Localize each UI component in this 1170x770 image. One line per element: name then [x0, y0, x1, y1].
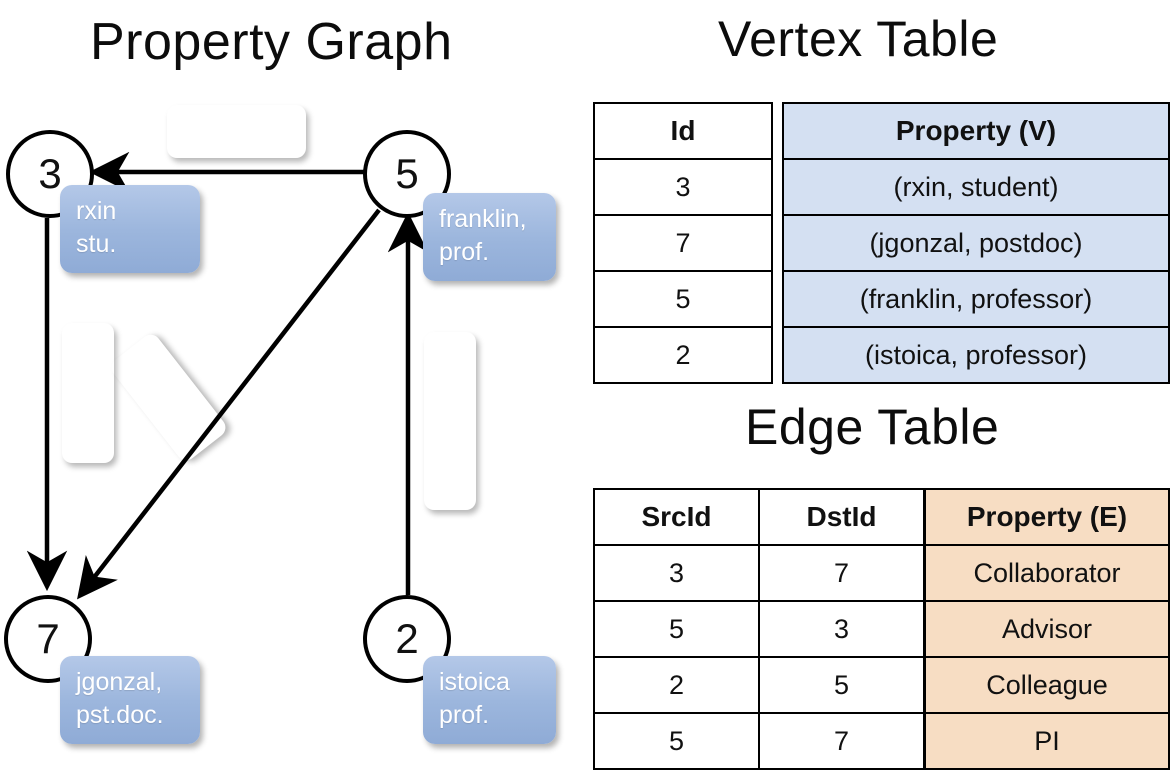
edge-label-colleague-text: Colleague: [435, 362, 466, 480]
vertex-2-property-line-2: prof.: [439, 701, 490, 729]
edge-property-cell: Advisor: [924, 600, 1170, 658]
edge-table-property-column: Property (E) Collaborator Advisor Collea…: [924, 488, 1170, 770]
edge-property-cell: PI: [924, 712, 1170, 770]
vertex-id-cell: 5: [593, 270, 773, 328]
table-header-row: Property (V): [782, 102, 1170, 160]
vertex-table-header-property: Property (V): [782, 102, 1170, 160]
page-title-edge-table: Edge Table: [745, 399, 1000, 455]
edge-src-cell: 5: [593, 600, 760, 658]
edge-property-cell: Colleague: [924, 656, 1170, 714]
table-row: (franklin, professor): [782, 270, 1170, 328]
table-row: 5 3: [593, 600, 925, 658]
table-row: 7: [593, 214, 773, 272]
table-row: (jgonzal, postdoc): [782, 214, 1170, 272]
vertex-3-property-box: rxin stu.: [60, 185, 200, 273]
property-graph-diagram: 3 5 7 2 rxin stu. franklin, prof. jgonza…: [0, 90, 580, 760]
table-header-row: SrcId DstId: [593, 488, 925, 546]
vertex-table-header-id: Id: [593, 102, 773, 160]
table-row: 5: [593, 270, 773, 328]
edge-dst-cell: 7: [758, 544, 925, 602]
page-title-property-graph: Property Graph: [90, 13, 453, 71]
table-row: Collaborator: [924, 544, 1170, 602]
table-row: 2 5: [593, 656, 925, 714]
vertex-node-2-label: 2: [395, 615, 419, 662]
vertex-property-cell: (jgonzal, postdoc): [782, 214, 1170, 272]
vertex-5-property-line-2: prof.: [439, 238, 490, 266]
table-row: 5 7: [593, 712, 925, 770]
edge-label-colleague: Colleague: [424, 332, 476, 510]
edge-5-to-7: [77, 208, 381, 600]
vertex-id-cell: 7: [593, 214, 773, 272]
table-row: Colleague: [924, 656, 1170, 714]
page-title-vertex-table: Vertex Table: [718, 11, 999, 67]
edge-label-advisor: Advisor: [167, 105, 306, 158]
edge-src-cell: 3: [593, 544, 760, 602]
vertex-property-cell: (franklin, professor): [782, 270, 1170, 328]
table-header-row: Property (E): [924, 488, 1170, 546]
vertex-id-cell: 3: [593, 158, 773, 216]
vertex-table-id-column: Id 3 7 5 2: [593, 102, 773, 384]
edge-dst-cell: 7: [758, 712, 925, 770]
table-row: Advisor: [924, 600, 1170, 658]
vertex-node-3-label: 3: [38, 150, 62, 197]
vertex-5-property-line-1: franklin,: [439, 205, 527, 233]
edge-label-collab-text: Collab.: [73, 352, 104, 434]
table-header-row: Id: [593, 102, 773, 160]
table-row: PI: [924, 712, 1170, 770]
edge-table-header-property: Property (E): [924, 488, 1170, 546]
edge-label-pi-text: PI: [149, 378, 189, 417]
vertex-node-7-label: 7: [36, 615, 60, 662]
table-row: (rxin, student): [782, 158, 1170, 216]
vertex-node-5-label: 5: [395, 150, 419, 197]
vertex-table-property-column: Property (V) (rxin, student) (jgonzal, p…: [782, 102, 1170, 384]
vertex-2-property-box: istoica prof.: [423, 656, 556, 744]
edge-src-cell: 5: [593, 712, 760, 770]
vertex-property-cell: (istoica, professor): [782, 326, 1170, 384]
edge-table-header-srcid: SrcId: [593, 488, 760, 546]
edge-label-advisor-text: Advisor: [193, 116, 280, 146]
table-row: (istoica, professor): [782, 326, 1170, 384]
vertex-property-cell: (rxin, student): [782, 158, 1170, 216]
edge-property-cell: Collaborator: [924, 544, 1170, 602]
edge-table-src-dst-columns: SrcId DstId 3 7 5 3 2 5 5 7: [593, 488, 925, 770]
edge-dst-cell: 3: [758, 600, 925, 658]
edge-dst-cell: 5: [758, 656, 925, 714]
table-row: 3 7: [593, 544, 925, 602]
table-row: 3: [593, 158, 773, 216]
vertex-7-property-line-2: pst.doc.: [76, 701, 164, 729]
vertex-5-property-box: franklin, prof.: [423, 193, 556, 281]
edge-label-collab: Collab.: [62, 323, 114, 463]
vertex-7-property-line-1: jgonzal,: [76, 668, 163, 696]
vertex-7-property-box: jgonzal, pst.doc.: [60, 656, 200, 744]
vertex-node-3[interactable]: 3: [6, 130, 94, 218]
vertex-id-cell: 2: [593, 326, 773, 384]
graph-edges-svg: [26, 151, 429, 600]
vertex-2-property-line-1: istoica: [439, 668, 510, 696]
vertex-3-property-line-2: stu.: [76, 230, 117, 258]
edge-table-header-dstid: DstId: [758, 488, 925, 546]
vertex-3-property-line-1: rxin: [76, 197, 117, 225]
edge-src-cell: 2: [593, 656, 760, 714]
table-row: 2: [593, 326, 773, 384]
